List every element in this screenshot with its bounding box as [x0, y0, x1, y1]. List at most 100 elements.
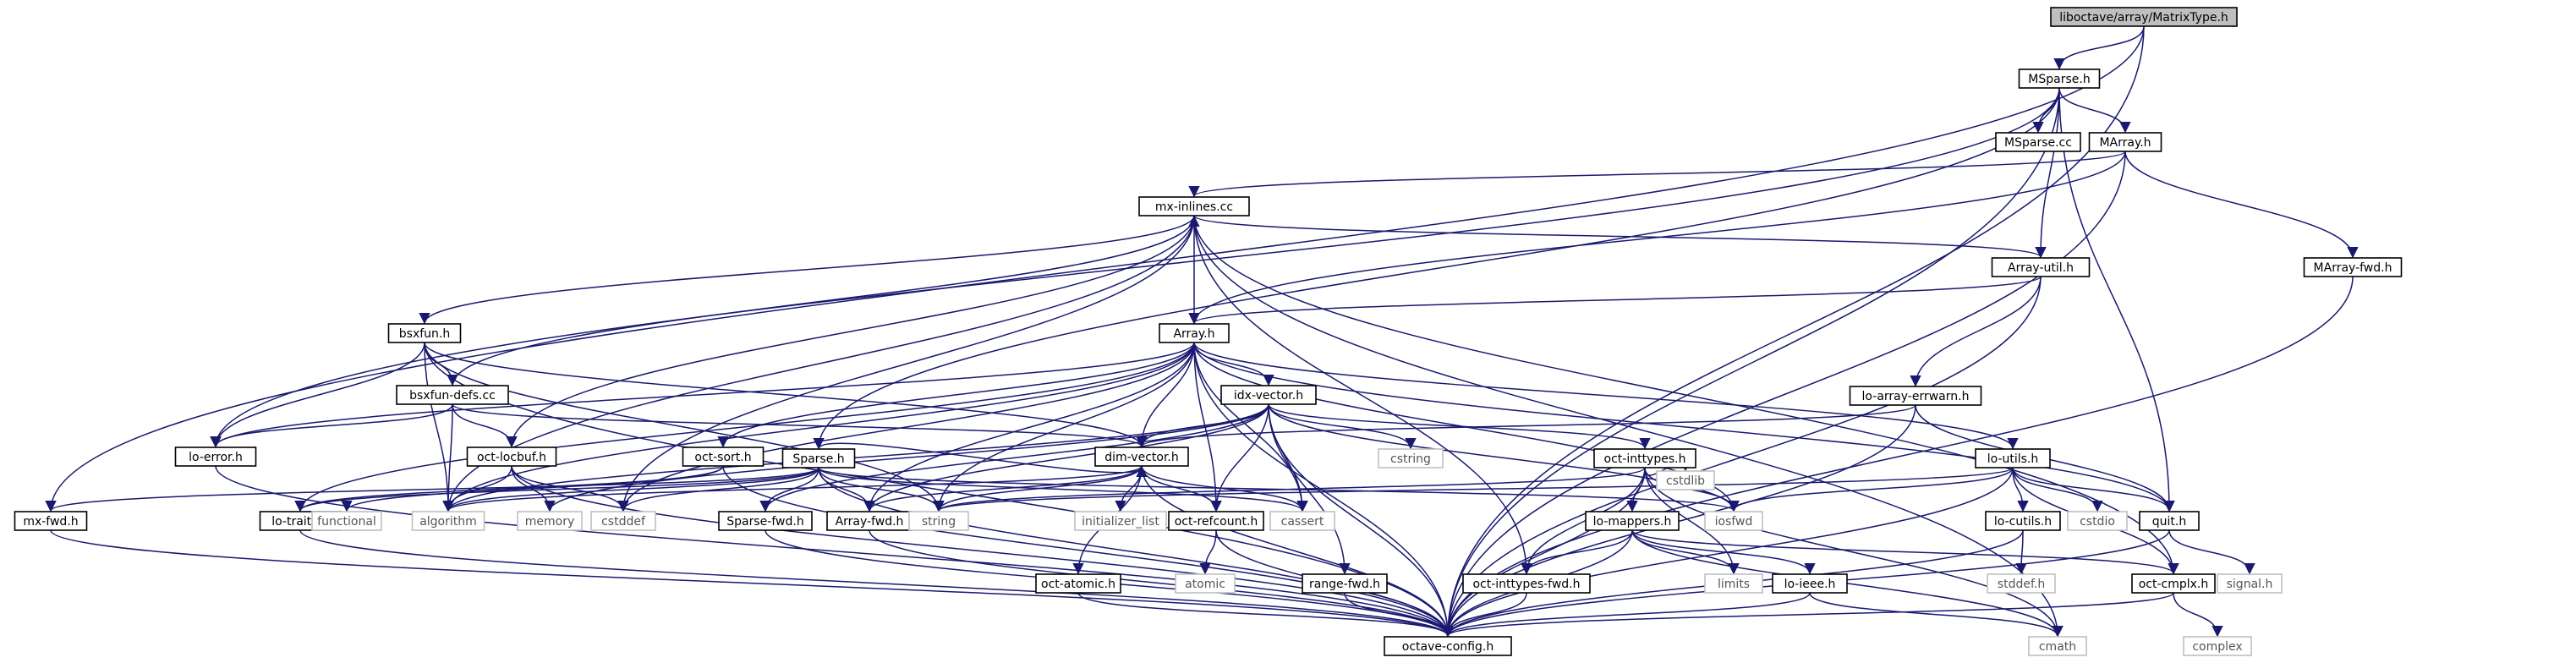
node-marray-fwd[interactable]: MArray-fwd.h: [2303, 257, 2403, 277]
node-dim-vector[interactable]: dim-vector.h: [1094, 447, 1189, 467]
edge-dim_vector-to-oct_refcount: [1141, 465, 1222, 512]
edge-array_util-to-array: [1188, 276, 2042, 325]
node-box: [1074, 511, 1167, 531]
node-idx-vector[interactable]: idx-vector.h: [1220, 385, 1317, 405]
node-label: oct-locbuf.h: [477, 451, 546, 464]
node-oct-sort[interactable]: oct-sort.h: [682, 447, 765, 467]
edge-mx_inlines-to-cstddef: [617, 215, 1195, 512]
edge-array-to-quit: [1193, 342, 2175, 512]
node-array-fwd[interactable]: Array-fwd.h: [826, 511, 913, 531]
edge-idx_vector-to-iosfwd: [1268, 403, 1740, 512]
node-lo-error[interactable]: lo-error.h: [174, 447, 257, 467]
node-array-util[interactable]: Array-util.h: [1991, 257, 2091, 277]
node-box: [1220, 385, 1317, 405]
node-initializer-list: initializer_list: [1074, 511, 1167, 531]
node-oct-atomic[interactable]: oct-atomic.h: [1035, 573, 1121, 594]
node-box: [1772, 573, 1848, 594]
node-oct-locbuf[interactable]: oct-locbuf.h: [466, 447, 557, 467]
node-box: [2183, 636, 2252, 656]
node-range-fwd[interactable]: range-fwd.h: [1302, 573, 1388, 594]
node-array[interactable]: Array.h: [1159, 323, 1230, 343]
edge-lo_ieee-to-octave_config: [1442, 592, 1811, 638]
node-label: lo-error.h: [189, 451, 243, 464]
edge-bsxfun_defs-to-algorithm: [442, 403, 454, 512]
node-box: [396, 385, 509, 405]
edge-msparse-to-quit: [2058, 87, 2175, 512]
node-label: atomic: [1185, 578, 1225, 591]
node-layer: liboctave/array/MatrixType.hMSparse.hMSp…: [14, 7, 2403, 656]
edge-idx_vector-to-array_fwd: [863, 403, 1269, 512]
node-box: [311, 511, 382, 531]
node-label: Sparse-fwd.h: [726, 515, 803, 529]
node-bsxfun[interactable]: bsxfun.h: [387, 323, 462, 343]
node-oct-cmplx[interactable]: oct-cmplx.h: [2131, 573, 2216, 594]
edge-mx_inlines-to-oct_inttypes_fwd: [1193, 215, 1532, 575]
edge-sparse-to-cstddef: [617, 467, 819, 512]
node-lo-array-errwarn[interactable]: lo-array-errwarn.h: [1849, 386, 1982, 406]
node-box: [411, 511, 485, 531]
node-msparse-cc[interactable]: MSparse.cc: [1995, 132, 2081, 152]
node-oct-refcount[interactable]: oct-refcount.h: [1168, 511, 1264, 531]
node-label: Array.h: [1173, 327, 1214, 341]
edge-oct_cmplx-to-complex: [2173, 592, 2223, 638]
node-octave-config[interactable]: octave-config.h: [1384, 636, 1512, 656]
node-lo-cutils[interactable]: lo-cutils.h: [1985, 511, 2061, 531]
node-box: [1995, 132, 2081, 152]
node-label: cstddef: [601, 515, 646, 529]
node-label: signal.h: [2227, 578, 2273, 591]
node-box: [2217, 573, 2283, 594]
edge-dim_vector-to-array_fwd: [863, 465, 1143, 512]
node-sparse-fwd[interactable]: Sparse-fwd.h: [718, 511, 813, 531]
edge-idx_vector-to-oct_refcount: [1210, 403, 1269, 512]
edge-idx_vector-to-octave_config: [1268, 403, 1454, 638]
edge-idx_vector-to-oct_inttypes: [1268, 403, 1651, 450]
node-lo-mappers[interactable]: lo-mappers.h: [1585, 511, 1680, 531]
node-mx-fwd[interactable]: mx-fwd.h: [14, 511, 88, 531]
node-complex: complex: [2183, 636, 2252, 656]
node-label: Array-fwd.h: [836, 515, 904, 529]
node-marray[interactable]: MArray.h: [2088, 132, 2162, 152]
node-label: string: [922, 515, 956, 529]
node-quit[interactable]: quit.h: [2139, 511, 2200, 531]
node-oct-inttypes-fwd[interactable]: oct-inttypes-fwd.h: [1462, 573, 1591, 594]
node-lo-ieee[interactable]: lo-ieee.h: [1772, 573, 1848, 594]
edge-array-to-lo_utils: [1193, 342, 2019, 450]
node-oct-inttypes[interactable]: oct-inttypes.h: [1593, 448, 1696, 468]
edge-matrixtype-to-mx_fwd: [45, 25, 2145, 512]
node-bsxfun-defs[interactable]: bsxfun-defs.cc: [396, 385, 509, 405]
edge-array-to-oct_sort: [717, 342, 1195, 448]
node-limits: limits: [1704, 573, 1763, 594]
edge-lo_utils-to-string: [933, 467, 2014, 512]
node-mx-inlines[interactable]: mx-inlines.cc: [1138, 196, 1250, 216]
node-label: MArray-fwd.h: [2314, 261, 2392, 275]
edge-dim_vector-to-cassert: [1141, 465, 1308, 512]
node-box: [781, 448, 856, 468]
edge-mx_inlines-to-cmath: [1193, 215, 2064, 638]
edge-marray-to-marray_fwd: [2124, 151, 2359, 259]
node-label: oct-inttypes.h: [1604, 452, 1686, 466]
edge-bsxfun_defs-to-oct_locbuf: [452, 403, 518, 448]
node-signal: signal.h: [2217, 573, 2283, 594]
edge-array_util-to-lo_array_errwarn: [1910, 276, 2042, 387]
edge-sparse-to-sparse_fwd: [759, 467, 819, 512]
node-label: memory: [525, 515, 575, 529]
node-label: cmath: [2039, 640, 2076, 654]
node-msparse[interactable]: MSparse.h: [2018, 68, 2101, 89]
edge-msparse-to-marray: [2058, 87, 2131, 134]
node-box: [1593, 448, 1696, 468]
node-box: [2028, 636, 2087, 656]
edge-msparse-to-lo_error: [210, 87, 2060, 448]
node-matrixtype[interactable]: liboctave/array/MatrixType.h: [2050, 7, 2238, 27]
node-iosfwd: iosfwd: [1704, 511, 1763, 531]
node-cstring: cstring: [1378, 448, 1444, 468]
node-box: [1384, 636, 1512, 656]
node-box: [1378, 448, 1444, 468]
node-sparse[interactable]: Sparse.h: [781, 448, 856, 468]
edge-array-to-octave_config: [1193, 342, 1454, 638]
edge-oct_locbuf-to-memory: [511, 465, 556, 512]
edge-idx_vector-to-cstring: [1268, 403, 1417, 450]
edge-sparse-to-algorithm: [442, 467, 819, 512]
node-lo-utils[interactable]: lo-utils.h: [1975, 448, 2051, 468]
node-box: [1462, 573, 1591, 594]
edge-bsxfun-to-algorithm: [424, 342, 454, 512]
